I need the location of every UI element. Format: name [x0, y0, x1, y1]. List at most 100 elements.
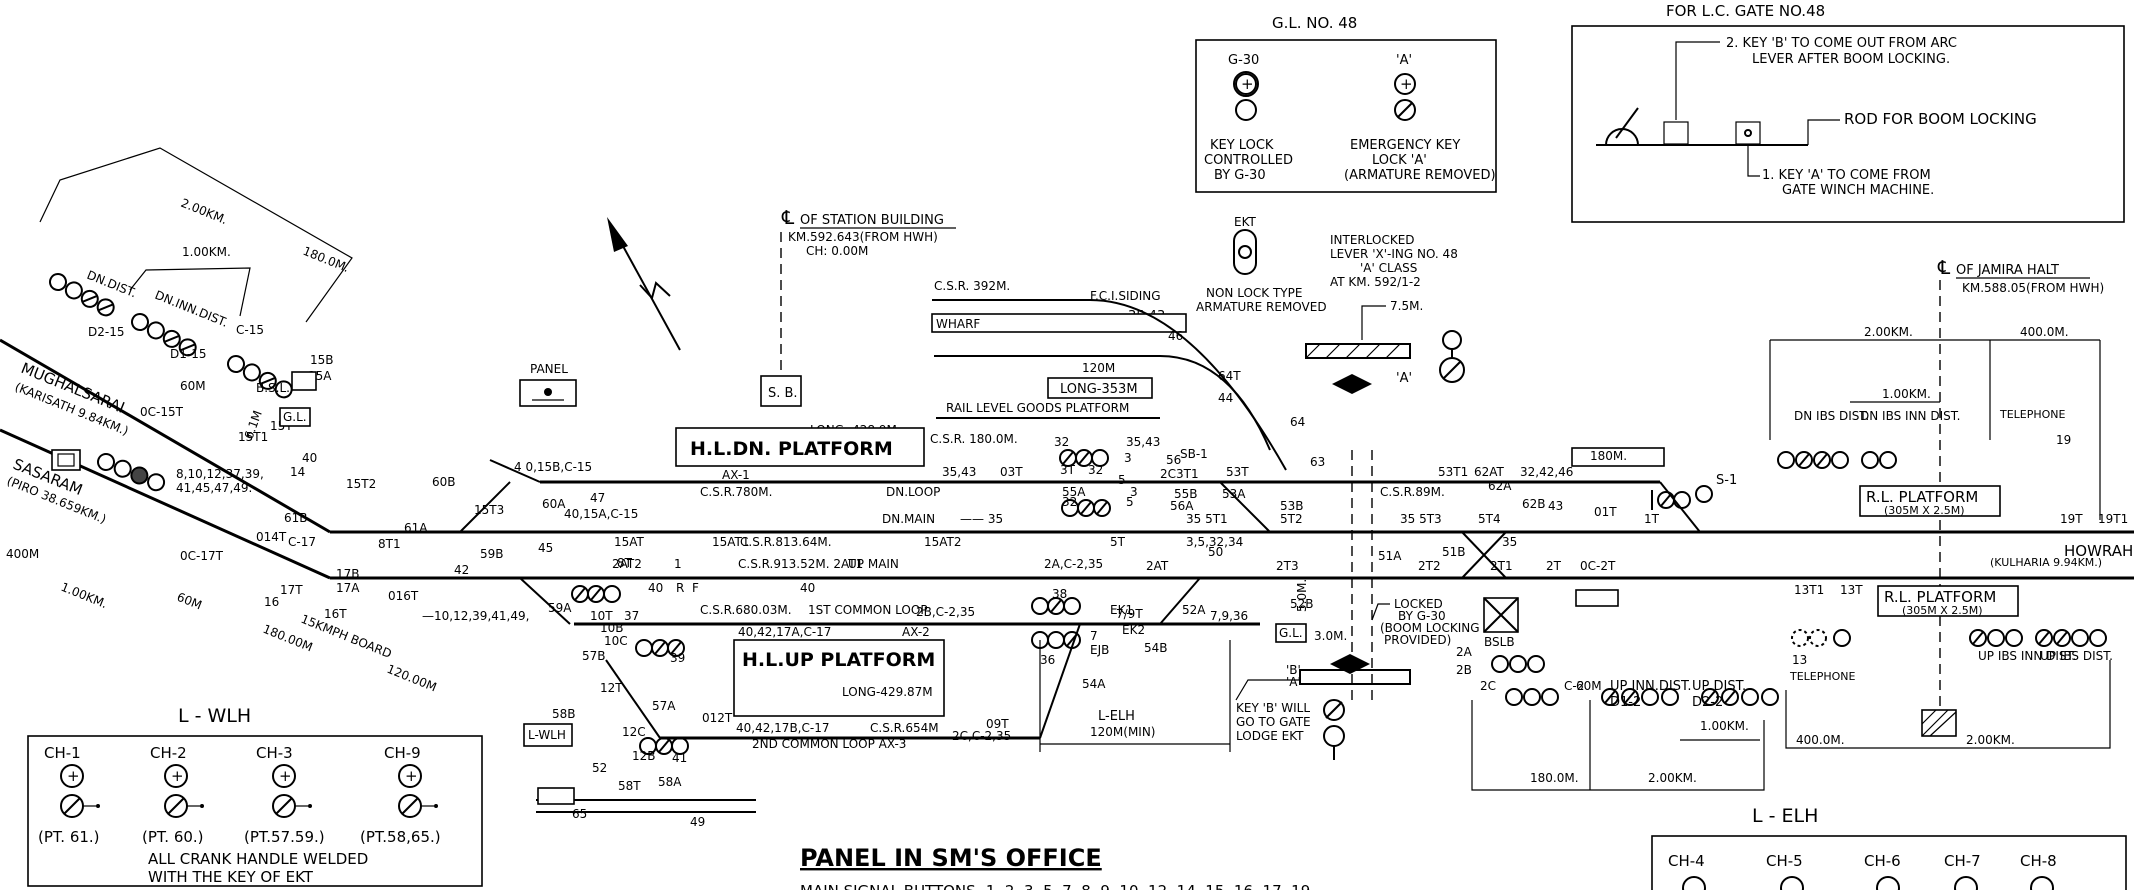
station-master-box — [760, 375, 802, 407]
up-distant-area: BSLB 2A 2B 2C 60M C-2 UP INN.DIST. D1-2 … — [1456, 447, 1765, 791]
svg-text:64T: 64T — [1218, 369, 1241, 383]
svg-text:59B: 59B — [480, 547, 504, 561]
svg-text:1.00KM.: 1.00KM. — [1882, 387, 1931, 401]
svg-text:DN.MAIN: DN.MAIN — [882, 512, 935, 526]
svg-text:53T: 53T — [1226, 465, 1249, 479]
svg-text:2AT: 2AT — [1146, 559, 1169, 573]
svg-text:R.L. PLATFORM: R.L. PLATFORM — [1884, 588, 1996, 606]
svg-text:UP DIST.: UP DIST. — [1692, 679, 1746, 694]
up-ibs-signals-icon — [1969, 629, 2107, 647]
svg-text:5T4: 5T4 — [1478, 512, 1501, 526]
svg-text:37: 37 — [624, 609, 639, 623]
svg-text:+: + — [1241, 75, 1254, 93]
svg-text:C.S.R. 180.0M.: C.S.R. 180.0M. — [930, 432, 1018, 446]
svg-text:012T: 012T — [702, 711, 733, 725]
svg-text:7: 7 — [1090, 629, 1098, 643]
svg-text:400M: 400M — [6, 547, 39, 561]
svg-text:RAIL LEVEL GOODS PLATFORM: RAIL LEVEL GOODS PLATFORM — [946, 401, 1129, 415]
lc-gate-box: FOR L.C. GATE NO.48 2. KEY 'B' TO COME O… — [1571, 2, 2125, 223]
svg-text:DN.DIST.: DN.DIST. — [85, 268, 139, 301]
svg-text:(PT. 60.): (PT. 60.) — [142, 828, 204, 846]
svg-text:3.0M.: 3.0M. — [1314, 629, 1347, 643]
svg-text:52A: 52A — [1182, 603, 1206, 617]
svg-text:10T: 10T — [590, 609, 613, 623]
telephone-bottom-icon — [1791, 629, 1851, 647]
svg-text:WHARF: WHARF — [936, 317, 980, 331]
svg-text:LOCKED: LOCKED — [1394, 597, 1443, 611]
svg-text:℄: ℄ — [1937, 257, 1951, 279]
svg-text:41,45,47,49.: 41,45,47,49. — [176, 481, 252, 495]
svg-text:54B: 54B — [1144, 641, 1168, 655]
svg-text:61B: 61B — [284, 511, 308, 525]
svg-text:D1-2: D1-2 — [1610, 695, 1641, 710]
svg-text:120M: 120M — [1082, 361, 1115, 375]
dn-inn-dist-signal-icon — [131, 313, 197, 357]
panel-office: PANEL IN SM'S OFFICE MAIN SIGNAL BUTTONS… — [800, 844, 1310, 890]
svg-text:S-1: S-1 — [1716, 473, 1737, 488]
svg-text:2.00KM.: 2.00KM. — [1648, 771, 1697, 785]
svg-text:LEVER AFTER BOOM LOCKING.: LEVER AFTER BOOM LOCKING. — [1752, 52, 1950, 67]
svg-text:PROVIDED): PROVIDED) — [1384, 633, 1451, 647]
svg-text:DN.INN.DIST.: DN.INN.DIST. — [153, 288, 230, 330]
svg-text:L-ELH: L-ELH — [1098, 709, 1135, 724]
svg-text:5T2: 5T2 — [1280, 512, 1303, 526]
svg-text:3,5,32,34: 3,5,32,34 — [1186, 535, 1243, 549]
svg-text:'A': 'A' — [1286, 675, 1301, 689]
svg-text:49: 49 — [690, 815, 705, 829]
svg-text:03T: 03T — [1000, 465, 1023, 479]
key-lock-icon: + — [1233, 71, 1259, 121]
svg-text:60M: 60M — [180, 379, 206, 393]
svg-text:C-17: C-17 — [288, 535, 316, 549]
svg-text:(PT. 61.): (PT. 61.) — [38, 828, 100, 846]
svg-text:2C,C-2,35: 2C,C-2,35 — [952, 729, 1011, 743]
svg-text:62AT: 62AT — [1474, 465, 1505, 479]
svg-text:CH-4: CH-4 — [1668, 852, 1705, 870]
svg-text:KM.588.05(FROM HWH): KM.588.05(FROM HWH) — [1962, 281, 2104, 295]
signal-8-icon — [571, 585, 621, 603]
svg-text:LODGE EKT: LODGE EKT — [1236, 729, 1304, 743]
svg-text:15T3: 15T3 — [474, 503, 504, 517]
svg-text:R.L. PLATFORM: R.L. PLATFORM — [1866, 488, 1978, 506]
svg-text:62B: 62B — [1522, 497, 1546, 511]
svg-text:60B: 60B — [432, 475, 456, 489]
svg-text:—10,12,39,41,49,: —10,12,39,41,49, — [422, 609, 529, 623]
svg-text:3: 3 — [1124, 451, 1132, 465]
svg-text:7.5M.: 7.5M. — [1390, 299, 1423, 313]
svg-text:1.00KM.: 1.00KM. — [59, 580, 109, 611]
svg-text:01T: 01T — [1594, 505, 1617, 519]
svg-text:1. KEY 'A' TO COME FROM: 1. KEY 'A' TO COME FROM — [1762, 168, 1931, 183]
svg-text:47: 47 — [590, 491, 605, 505]
svg-text:3: 3 — [1130, 485, 1138, 499]
svg-text:AT KM. 592/1-2: AT KM. 592/1-2 — [1330, 275, 1421, 289]
svg-text:35,43: 35,43 — [942, 465, 976, 479]
svg-text:400.0M.: 400.0M. — [1796, 733, 1845, 747]
svg-text:15B: 15B — [310, 353, 334, 367]
svg-text:UP MAIN: UP MAIN — [848, 557, 899, 571]
svg-text:58B: 58B — [552, 707, 576, 721]
svg-text:C.S.R.680.03M.: C.S.R.680.03M. — [700, 603, 792, 617]
svg-text:7,9,36: 7,9,36 — [1210, 609, 1248, 623]
svg-text:2ND COMMON LOOP AX-3: 2ND COMMON LOOP AX-3 — [752, 737, 906, 751]
svg-text:3T: 3T — [1060, 463, 1076, 477]
signals: S-1 — [49, 273, 2107, 755]
svg-text:52: 52 — [592, 761, 607, 775]
svg-text:8T: 8T — [617, 556, 633, 570]
svg-text:MAIN SIGNAL BUTTONS- 1, 2, 3,: MAIN SIGNAL BUTTONS- 1, 2, 3, 5, 7, 8, 9… — [800, 882, 1310, 890]
svg-text:57B: 57B — [582, 649, 606, 663]
svg-text:32: 32 — [1062, 495, 1077, 509]
svg-text:12B: 12B — [632, 749, 656, 763]
svg-text:40,15A,C-15: 40,15A,C-15 — [564, 507, 638, 521]
svg-text:2.00KM.: 2.00KM. — [1864, 325, 1913, 339]
svg-text:65: 65 — [572, 807, 587, 821]
svg-text:DN IBS INN DIST.: DN IBS INN DIST. — [1860, 409, 1960, 423]
svg-text:KEY 'B' WILL: KEY 'B' WILL — [1236, 701, 1310, 715]
svg-text:OF STATION BUILDING: OF STATION BUILDING — [800, 213, 944, 228]
svg-text:D2-15: D2-15 — [88, 325, 124, 339]
signal-s1-icon — [1651, 490, 1691, 510]
lelh-title: L - ELH — [1752, 805, 1818, 827]
svg-text:50: 50 — [1208, 545, 1223, 559]
svg-text:2C3T1: 2C3T1 — [1160, 467, 1199, 481]
svg-text:LEVER 'X'-ING NO. 48: LEVER 'X'-ING NO. 48 — [1330, 247, 1458, 261]
svg-text:5: 5 — [1118, 473, 1126, 487]
svg-text:2C: 2C — [1480, 679, 1496, 693]
